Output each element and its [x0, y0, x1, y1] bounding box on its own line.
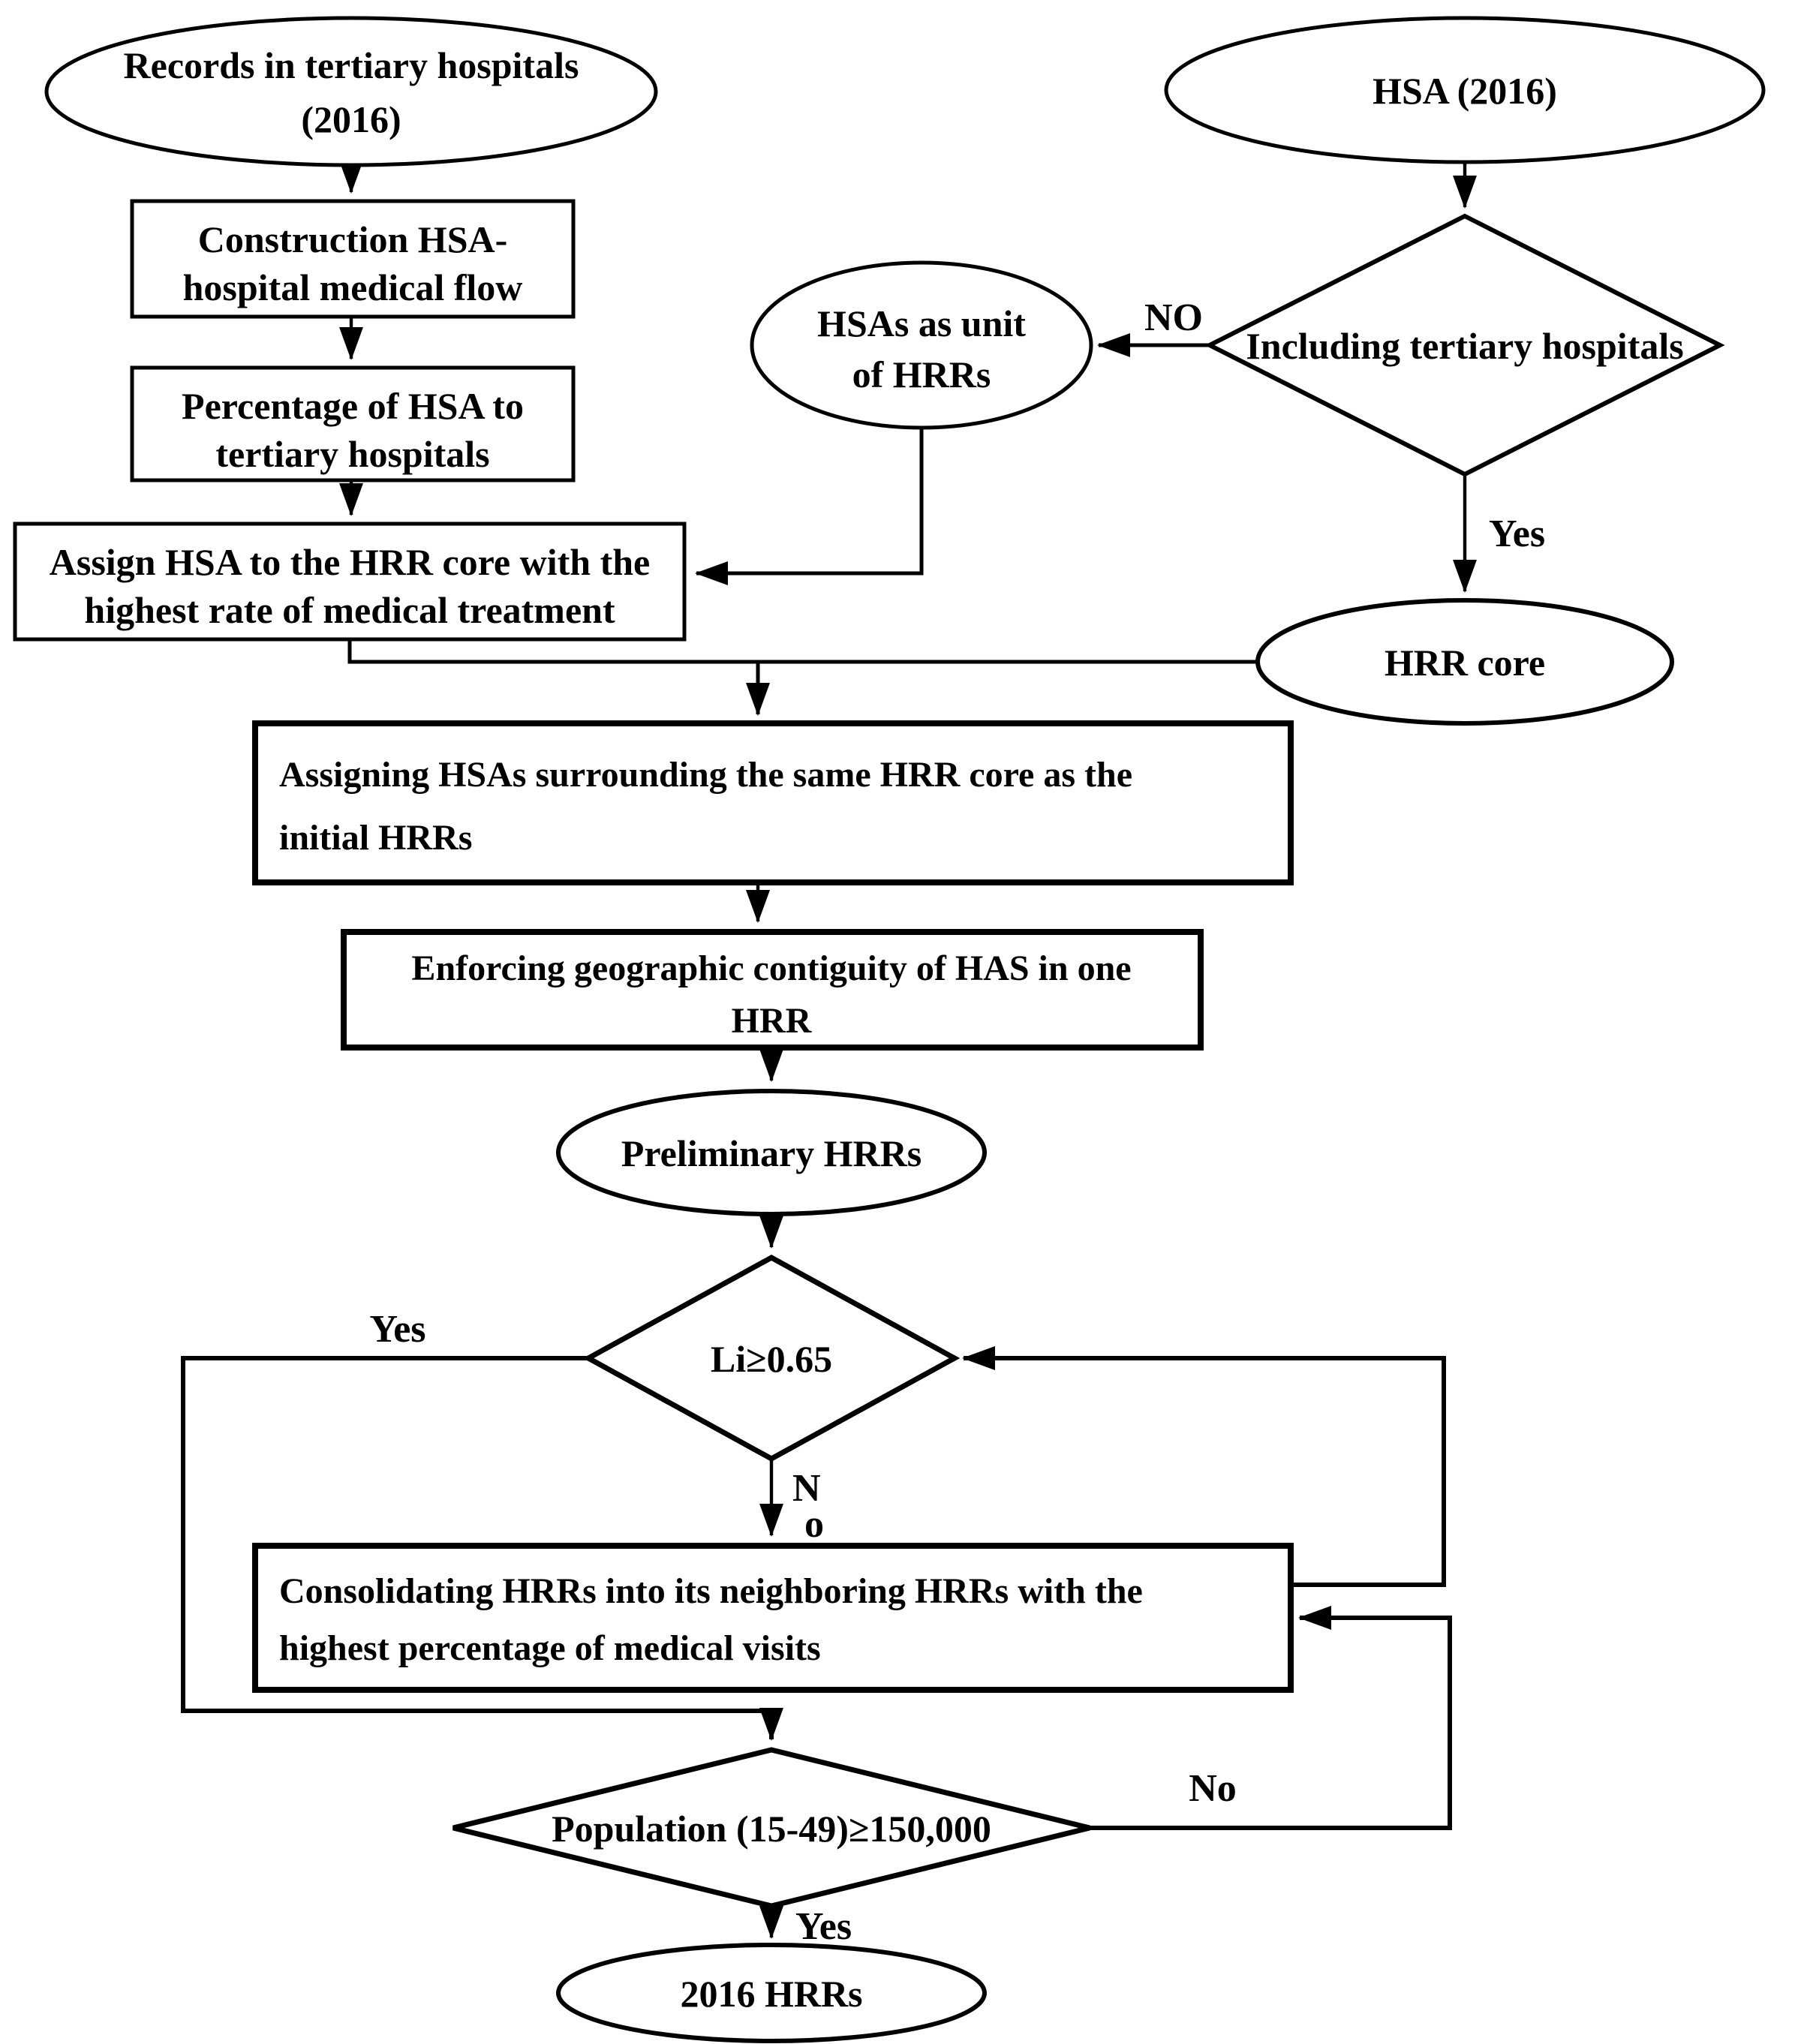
li-check-diamond: [582, 1255, 961, 1462]
node-records: Records in tertiary hospitals (2016): [44, 16, 658, 167]
hrrs-2016-ellipse: [556, 1943, 987, 2043]
node-assigning: Assigning HSAs surrounding the same HRR …: [252, 720, 1294, 885]
label-no-li-line1: N: [792, 1467, 821, 1510]
hrr-core-ellipse: [1255, 598, 1674, 726]
node-percentage: Percentage of HSA to tertiary hospitals: [130, 365, 576, 482]
label-no-tertiary: NO: [1144, 296, 1203, 339]
assign-box: [13, 522, 687, 642]
construction-box: [130, 199, 576, 319]
label-no-li-line2: o: [804, 1503, 824, 1546]
node-2016-hrrs: 2016 HRRs: [556, 1943, 987, 2043]
percentage-label-line2: tertiary hospitals: [215, 433, 489, 475]
enforcing-label-line1: Enforcing geographic contiguity of HAS i…: [411, 948, 1131, 988]
consolidating-label-line1: Consolidating HRRs into its neighboring …: [279, 1571, 1143, 1611]
assigning-label-line1: Assigning HSAs surrounding the same HRR …: [279, 755, 1132, 795]
hrr-core-label: HRR core: [1385, 642, 1545, 684]
node-hsas-as-unit: HSAs as unit of HRRs: [750, 260, 1093, 430]
node-hrr-core: HRR core: [1255, 598, 1674, 726]
records-label-line2: (2016): [301, 98, 401, 140]
records-label-line1: Records in tertiary hospitals: [124, 44, 579, 86]
edge-hsas-unit-to-assign: [695, 428, 924, 585]
label-no-population: No: [1189, 1767, 1237, 1810]
consolidating-label-line2: highest percentage of medical visits: [279, 1628, 821, 1668]
enforcing-label-line2: HRR: [732, 1001, 813, 1041]
including-diamond: [1204, 213, 1725, 477]
node-assign: Assign HSA to the HRR core with the high…: [13, 522, 687, 642]
consolidating-box: [252, 1543, 1294, 1693]
li-check-label: Li≥0.65: [711, 1338, 832, 1380]
preliminary-ellipse: [556, 1089, 987, 1216]
label-yes-tertiary: Yes: [1489, 513, 1545, 555]
construction-label-line1: Construction HSA-: [198, 218, 508, 260]
hsa2016-ellipse: [1164, 16, 1766, 164]
hsas-unit-label-line1: HSAs as unit: [817, 302, 1026, 344]
including-label: Including tertiary hospitals: [1246, 325, 1683, 367]
hsas-unit-label-line2: of HRRs: [852, 353, 991, 395]
node-population-check: Population (15-49)≥150,000: [453, 1747, 1090, 1909]
preliminary-label: Preliminary HRRs: [621, 1132, 922, 1174]
node-hsa2016: HSA (2016): [1164, 16, 1766, 164]
percentage-label-line1: Percentage of HSA to: [182, 385, 524, 427]
hsa2016-label: HSA (2016): [1373, 70, 1557, 112]
loop-population-no-to-consolidating: [1090, 1606, 1452, 1830]
records-ellipse: [44, 16, 658, 167]
loop-li-yes-to-population: [181, 1356, 783, 1741]
label-yes-li: Yes: [369, 1308, 425, 1351]
assign-label-line2: highest rate of medical treatment: [84, 589, 615, 631]
node-li-check: Li≥0.65: [582, 1255, 961, 1462]
assigning-label-line2: initial HRRs: [279, 818, 472, 858]
node-including-tertiary-hospitals: Including tertiary hospitals: [1204, 213, 1725, 477]
node-construction: Construction HSA- hospital medical flow: [130, 199, 576, 319]
node-consolidating: Consolidating HRRs into its neighboring …: [252, 1543, 1294, 1693]
hsas-unit-ellipse: [750, 260, 1093, 430]
percentage-box: [130, 365, 576, 482]
enforcing-box: [341, 929, 1204, 1051]
construction-label-line2: hospital medical flow: [183, 266, 523, 308]
loop-consolidating-to-li-check: [962, 1346, 1446, 1587]
population-check-diamond: [453, 1747, 1090, 1909]
node-enforcing: Enforcing geographic contiguity of HAS i…: [341, 929, 1204, 1051]
label-yes-population: Yes: [795, 1905, 852, 1948]
connector-assign-and-hrr-core: [347, 639, 1258, 664]
assign-label-line1: Assign HSA to the HRR core with the: [50, 541, 650, 583]
population-check-label: Population (15-49)≥150,000: [552, 1808, 991, 1850]
hrrs-2016-label: 2016 HRRs: [680, 1973, 862, 2015]
node-preliminary-hrrs: Preliminary HRRs: [556, 1089, 987, 1216]
assigning-box: [252, 720, 1294, 885]
